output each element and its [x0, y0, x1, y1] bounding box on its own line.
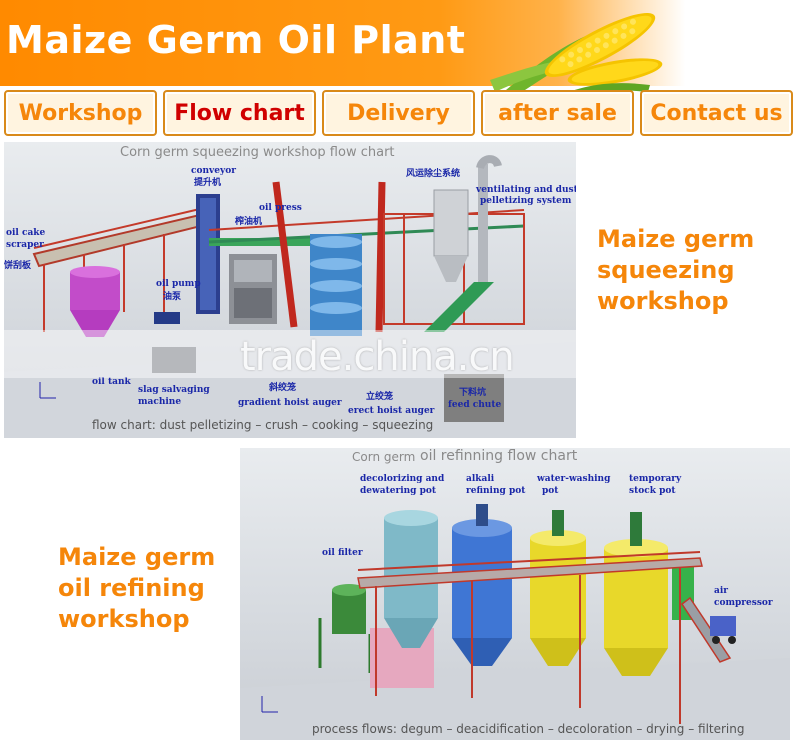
label-oil-tank: oil tank — [92, 377, 131, 387]
side-title-line: squeezing — [597, 256, 735, 284]
label-water-washing: water-washing — [537, 474, 611, 484]
corn-cob-icon — [490, 13, 663, 100]
page-title: Maize Germ Oil Plant — [6, 18, 466, 62]
label-oil-cake: oil cake — [6, 228, 46, 238]
nav-label: Workshop — [18, 100, 143, 126]
label-slag-machine: machine — [138, 397, 182, 407]
label-gradient: gradient hoist auger — [238, 398, 342, 408]
label-gradient-cn: 斜绞笼 — [269, 383, 297, 393]
side-title-line: Maize germ — [597, 225, 755, 253]
label-dewatering-pot: dewatering pot — [360, 486, 437, 496]
refining-equipment-illustration — [240, 504, 790, 740]
watermark: trade.china.cn — [240, 334, 515, 380]
squeezing-flow-text: flow chart: dust pelletizing – crush – c… — [92, 418, 434, 432]
label-oil-filter: oil filter — [322, 548, 363, 558]
label-erect-cn: 立绞笼 — [366, 392, 394, 402]
squeezing-chart-title: Corn germ squeezing workshop flow chart — [120, 145, 395, 160]
squeezing-equipment-illustration — [4, 155, 576, 438]
label-oil-cake-scraper: scraper — [6, 240, 44, 250]
label-slag: slag salvaging — [138, 385, 210, 395]
label-decolorizing: decolorizing and — [360, 474, 445, 484]
nav-flow-chart[interactable]: Flow chart — [163, 90, 316, 136]
side-title-line: workshop — [597, 287, 729, 315]
side-title-line: workshop — [58, 605, 190, 633]
refining-side-title: Maize germ oil refining workshop — [58, 542, 215, 635]
label-feed-chute: feed chute — [448, 400, 502, 410]
label-oil-press-cn: 榨油机 — [235, 217, 263, 227]
refining-chart-title-prefix: Corn germ — [352, 450, 416, 464]
squeezing-workshop-diagram: Corn germ squeezing workshop flow chart … — [4, 142, 576, 438]
label-erect: erect hoist auger — [348, 406, 435, 416]
nav-workshop[interactable]: Workshop — [4, 90, 157, 136]
label-air: air — [714, 586, 728, 596]
label-temporary: temporary — [629, 474, 682, 484]
label-oil-press: oil press — [259, 203, 302, 213]
nav-label: after sale — [498, 100, 617, 126]
nav-delivery[interactable]: Delivery — [322, 90, 475, 136]
label-conveyor: conveyor — [191, 166, 236, 176]
nav-contact-us[interactable]: Contact us — [640, 90, 793, 136]
label-conveyor-cn: 提升机 — [194, 178, 222, 188]
label-compressor: compressor — [714, 598, 773, 608]
nav-label: Delivery — [347, 100, 450, 126]
label-feed-chute-cn: 下料坑 — [459, 388, 487, 398]
refining-chart-title: oil refinning flow chart — [420, 448, 578, 464]
header-banner: Maize Germ Oil Plant — [0, 0, 797, 100]
side-title-line: oil refining — [58, 574, 205, 602]
watermark-band — [4, 330, 576, 378]
label-oil-cake-cn: 饼刮板 — [4, 261, 32, 271]
nav-label: Flow chart — [174, 100, 305, 126]
side-title-line: Maize germ — [58, 543, 216, 571]
label-refining-pot: refining pot — [466, 486, 526, 496]
label-wind-dust-cn: 风运除尘系统 — [406, 169, 461, 179]
label-ventilating-system: pelletizing system — [480, 196, 572, 206]
label-washing-pot: pot — [542, 486, 559, 496]
refining-flow-text: process flows: degum – deacidification –… — [312, 722, 745, 736]
nav-after-sale[interactable]: after sale — [481, 90, 634, 136]
label-stock-pot: stock pot — [629, 486, 676, 496]
nav-label: Contact us — [650, 100, 783, 126]
label-oil-pump-cn: 油泵 — [163, 292, 182, 302]
squeezing-side-title: Maize germ squeezing workshop — [597, 224, 754, 317]
label-oil-pump: oil pump — [156, 279, 201, 289]
label-ventilating: ventilating and dust — [476, 185, 576, 195]
refining-workshop-diagram: Corn germ oil refinning flow chart decol… — [240, 448, 790, 740]
label-alkali: alkali — [466, 474, 495, 484]
